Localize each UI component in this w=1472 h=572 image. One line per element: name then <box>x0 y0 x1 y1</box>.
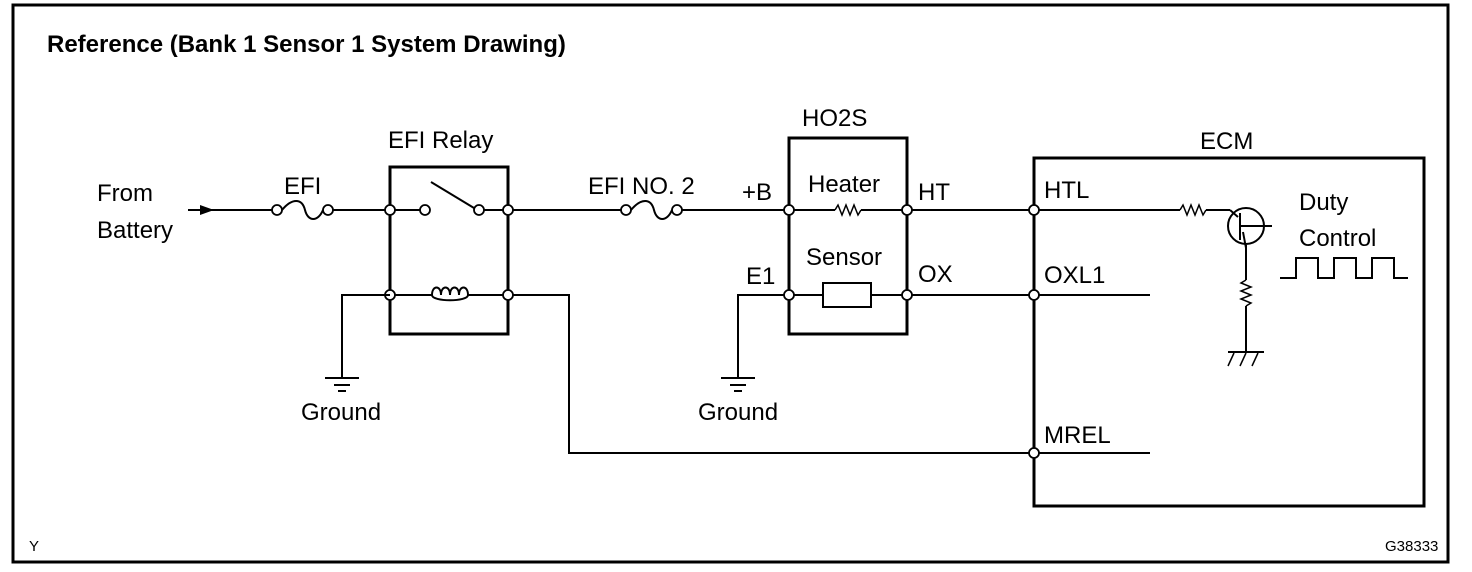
relay-ground-wire <box>341 294 390 378</box>
corner-left-label: Y <box>29 538 39 555</box>
corner-right-label: G38333 <box>1385 538 1438 555</box>
ho2s-sensor-label: Sensor <box>806 244 882 271</box>
diagram-title: Reference (Bank 1 Sensor 1 System Drawin… <box>47 31 566 58</box>
e1-ground-wire <box>737 294 784 378</box>
ecm-box <box>1032 156 1426 508</box>
source-label-line1: From <box>97 180 153 207</box>
battery-arrow-icon <box>200 205 214 215</box>
ho2s-ht-terminal <box>901 204 913 216</box>
duty-label-line1: Duty <box>1299 189 1348 216</box>
ecm-htl-label: HTL <box>1044 177 1089 204</box>
mrel-wire <box>513 294 1029 454</box>
ho2s-plus-b-label: +B <box>742 179 772 206</box>
ho2s-title: HO2S <box>802 105 867 132</box>
ho2s-ox-terminal <box>901 289 913 301</box>
ecm-htl-terminal <box>1028 204 1040 216</box>
efi-fuse <box>271 200 334 220</box>
relay-node <box>502 289 514 301</box>
relay-switch <box>390 181 508 216</box>
chassis-ground-icon <box>1227 351 1264 367</box>
efi-relay-label: EFI Relay <box>388 127 493 154</box>
ecm-mrel-terminal <box>1028 447 1040 459</box>
htl-resistor-icon <box>1039 202 1230 218</box>
sensor-element-icon <box>789 282 907 308</box>
heater-resistor-icon <box>789 202 907 218</box>
ho2s-e1-terminal <box>783 289 795 301</box>
ecm-oxl1-label: OXL1 <box>1044 262 1105 289</box>
relay-coil-icon <box>390 286 508 302</box>
ho2s-plus-b-terminal <box>783 204 795 216</box>
ho2s-ht-label: HT <box>918 179 950 206</box>
ecm-mrel-label: MREL <box>1044 422 1111 449</box>
ground-left-label: Ground <box>301 399 381 426</box>
ho2s-heater-label: Heater <box>808 171 880 198</box>
relay-node <box>502 204 514 216</box>
source-label-line2: Battery <box>97 217 173 244</box>
efi-relay-box <box>388 165 510 336</box>
duty-label-line2: Control <box>1299 225 1376 252</box>
efi-no2-fuse <box>620 200 683 220</box>
ho2s-e1-label: E1 <box>746 263 775 290</box>
relay-node <box>384 204 396 216</box>
emitter-resistor-icon <box>1238 245 1254 352</box>
duty-waveform-icon <box>1280 257 1408 279</box>
transistor-icon <box>1227 207 1272 249</box>
ground-mid-icon <box>721 377 755 392</box>
ecm-title: ECM <box>1200 128 1253 155</box>
ecm-oxl1-terminal <box>1028 289 1040 301</box>
efi-fuse-label: EFI <box>284 173 321 200</box>
ho2s-ox-label: OX <box>918 261 953 288</box>
ground-left-icon <box>325 377 359 392</box>
efi-no2-label: EFI NO. 2 <box>588 173 695 200</box>
ground-mid-label: Ground <box>698 399 778 426</box>
diagram-frame <box>11 3 1450 564</box>
ho2s-box <box>787 136 909 336</box>
